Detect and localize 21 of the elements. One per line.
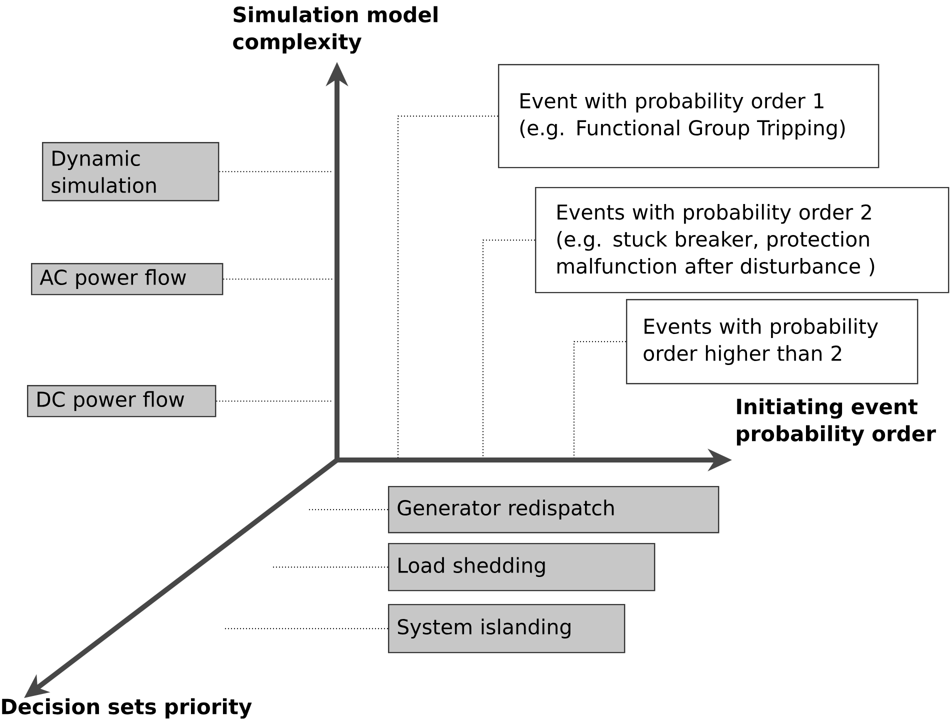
method-box: Dynamic simulation — [42, 142, 220, 202]
method-box: System islanding — [388, 604, 626, 654]
leader-line — [482, 240, 536, 458]
leader-line — [222, 278, 334, 280]
leader-line — [216, 400, 334, 402]
event-box: Events with probability order higher than 2 — [626, 298, 918, 384]
leader-line — [398, 116, 498, 458]
leader-line — [218, 171, 334, 172]
leader-line — [272, 566, 388, 568]
axis-label: Simulation model complexity — [233, 6, 438, 54]
event-box: Events with probability order 2 (e.g. stuck breaker, protection malfunction after disturbance ) — [535, 186, 950, 294]
method-box: DC power flow — [27, 384, 216, 418]
method-box: AC power flow — [31, 262, 224, 296]
method-box: Generator redispatch — [388, 486, 720, 534]
leader-line — [308, 509, 388, 510]
axis-label: Initiating event probability order — [736, 398, 936, 446]
axis-label: Decision sets priority — [2, 698, 252, 719]
leader-line — [222, 628, 388, 630]
method-box: Load shedding — [388, 542, 656, 592]
leader-line — [574, 341, 626, 458]
event-box: Event with probability order 1 (e.g. Functional Group Tripping) — [498, 64, 880, 168]
